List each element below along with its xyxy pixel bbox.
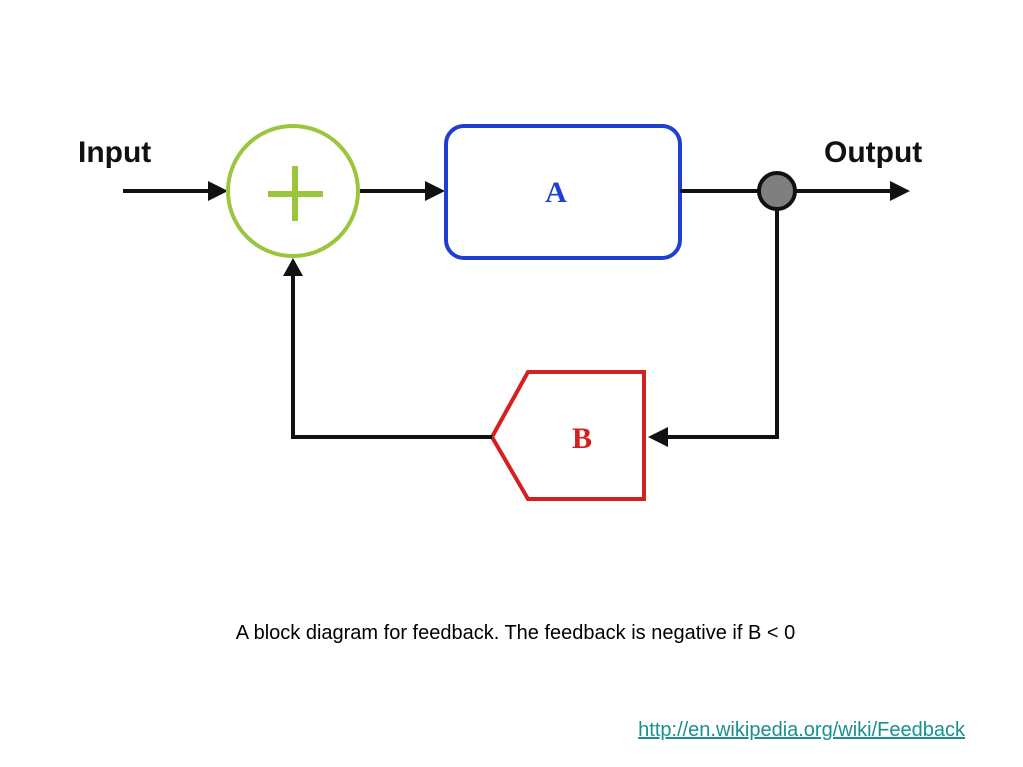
takeoff-node: [757, 171, 797, 211]
feedback-into-junction-arrowhead: [283, 258, 303, 276]
output-label: Output: [824, 136, 922, 169]
feedback-into-b-arrowhead: [648, 427, 668, 447]
block-b: [489, 370, 646, 501]
feedback-line-down: [662, 209, 779, 439]
diagram-caption: A block diagram for feedback. The feedba…: [235, 622, 796, 644]
output-arrowhead: [890, 181, 910, 201]
junction-to-a-arrowhead: [425, 181, 445, 201]
source-link[interactable]: http://en.wikipedia.org/wiki/Feedback: [638, 719, 965, 741]
plus-icon: [268, 166, 323, 221]
block-a-label: A: [545, 176, 567, 209]
input-arrowhead: [208, 181, 228, 201]
feedback-line-return: [291, 272, 492, 439]
block-b-label: B: [572, 422, 592, 455]
input-label: Input: [78, 136, 151, 169]
